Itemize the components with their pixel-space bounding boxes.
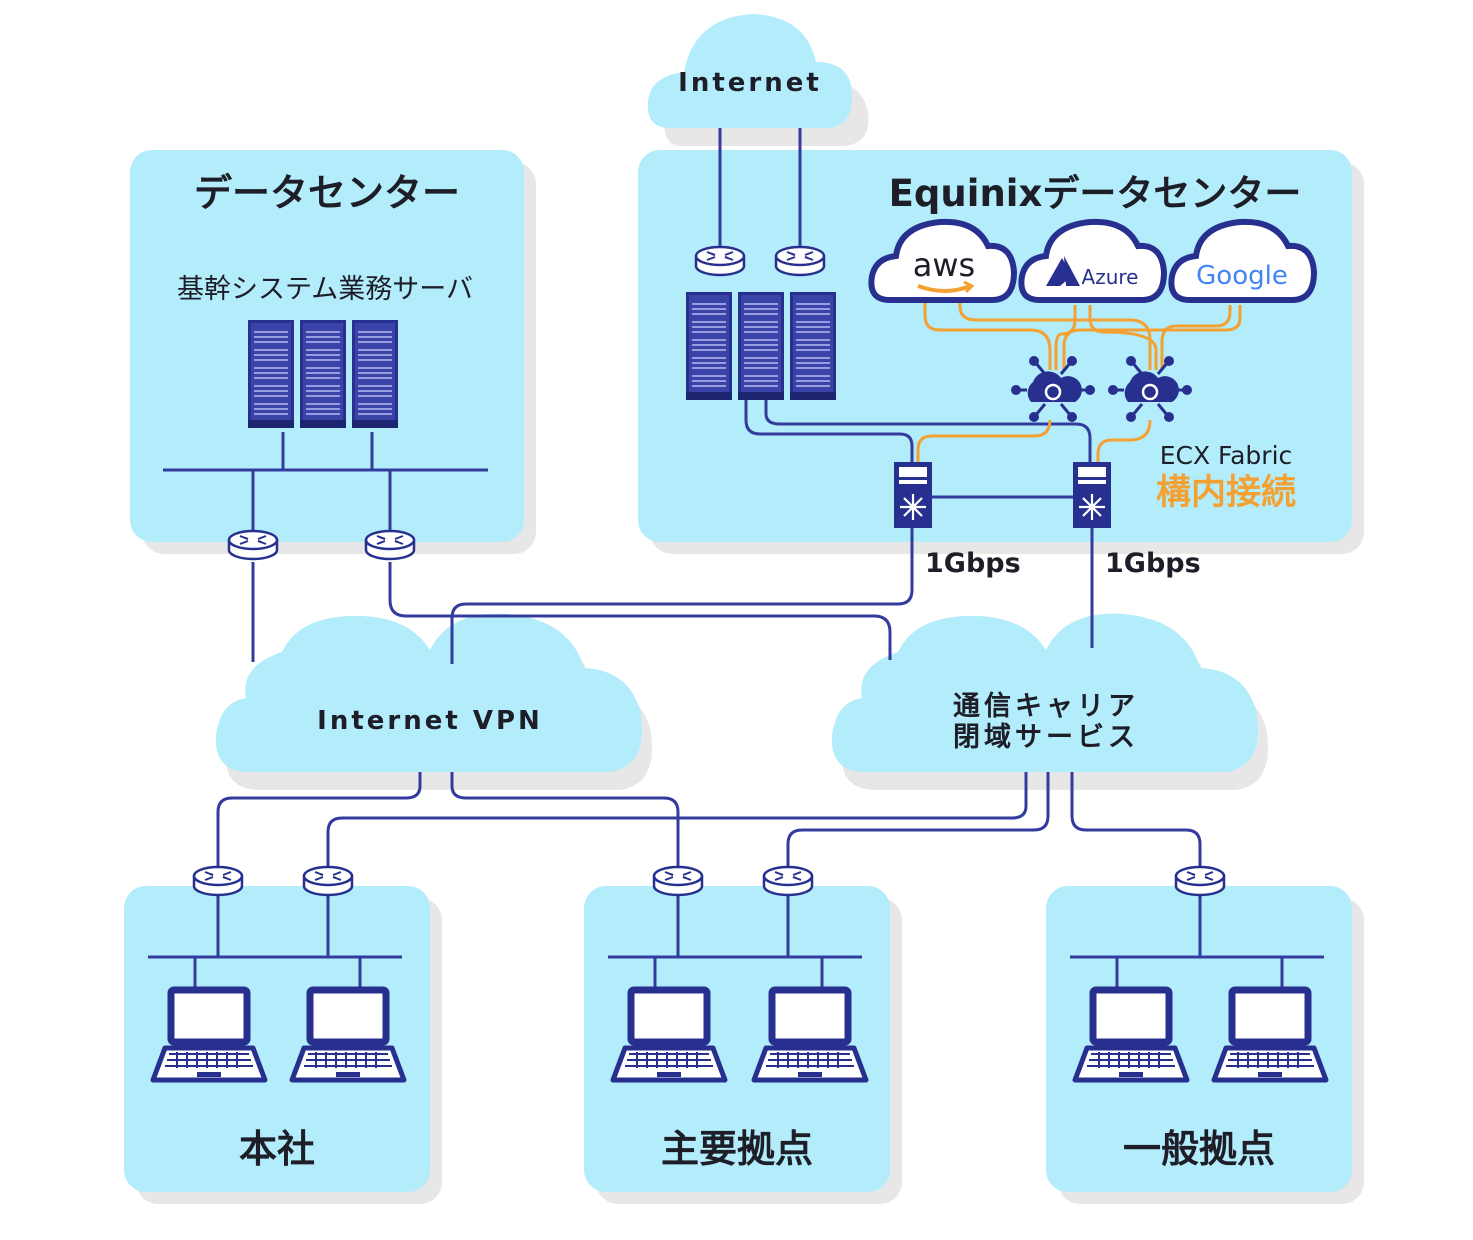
main-branch-panel — [584, 886, 890, 1192]
google-cloud-icon: Google — [1168, 218, 1318, 303]
router-icon — [762, 865, 814, 897]
aws-label: aws — [913, 246, 975, 284]
router-icon — [694, 245, 746, 277]
internet-cloud — [647, 14, 869, 146]
carrier-label-line2: 閉域サービス — [953, 722, 1139, 753]
ecx-switch-icon — [892, 460, 934, 530]
speed-label-right: 1Gbps — [1105, 548, 1201, 579]
general-branch-panel — [1046, 886, 1352, 1192]
ecx-fabric-links — [916, 300, 1242, 462]
honsha-panel — [124, 886, 430, 1192]
carrier-cloud — [831, 613, 1268, 790]
network-links — [148, 128, 1324, 990]
equinix-panel — [638, 150, 1352, 542]
vpn-cloud — [215, 613, 652, 790]
laptop-icon — [1075, 990, 1187, 1080]
router-icon — [227, 529, 279, 561]
main-branch-label: 主要拠点 — [661, 1127, 813, 1171]
server-rack-icon — [351, 319, 399, 429]
server-rack-icon — [737, 291, 785, 401]
google-label: Google — [1196, 261, 1288, 291]
router-icon — [774, 245, 826, 277]
vpn-label: Internet VPN — [317, 706, 543, 736]
laptop-icon — [1214, 990, 1326, 1080]
honsha-label: 本社 — [239, 1127, 315, 1171]
internet-label: Internet — [678, 68, 822, 98]
general-branch-label: 一般拠点 — [1123, 1127, 1275, 1171]
datacenter-title: データセンター — [194, 171, 460, 215]
router-icon — [364, 529, 416, 561]
server-label: 基幹システム業務サーバ — [177, 274, 473, 305]
server-rack-icon — [247, 319, 295, 429]
equinix-title: Equinixデータセンター — [889, 172, 1302, 215]
aws-cloud-icon: aws — [868, 218, 1018, 303]
server-rack-icon — [299, 319, 347, 429]
laptop-icon — [292, 990, 404, 1080]
azure-label: Azure — [1082, 265, 1139, 289]
router-icon — [302, 865, 354, 897]
laptop-icon — [153, 990, 265, 1080]
ecx-sub-label: 構内接続 — [1156, 473, 1296, 513]
ecx-fabric-label: ECX Fabric — [1160, 441, 1293, 470]
azure-cloud-icon: Azure — [1018, 218, 1168, 303]
router-icon — [192, 865, 244, 897]
router-icon — [652, 865, 704, 897]
ecx-switch-icon — [1071, 460, 1113, 530]
carrier-label-line1: 通信キャリア — [953, 691, 1139, 722]
server-rack-icon — [685, 291, 733, 401]
speed-label-left: 1Gbps — [925, 548, 1021, 579]
server-rack-icon — [789, 291, 837, 401]
router-icon — [1174, 865, 1226, 897]
laptop-icon — [613, 990, 725, 1080]
laptop-icon — [754, 990, 866, 1080]
